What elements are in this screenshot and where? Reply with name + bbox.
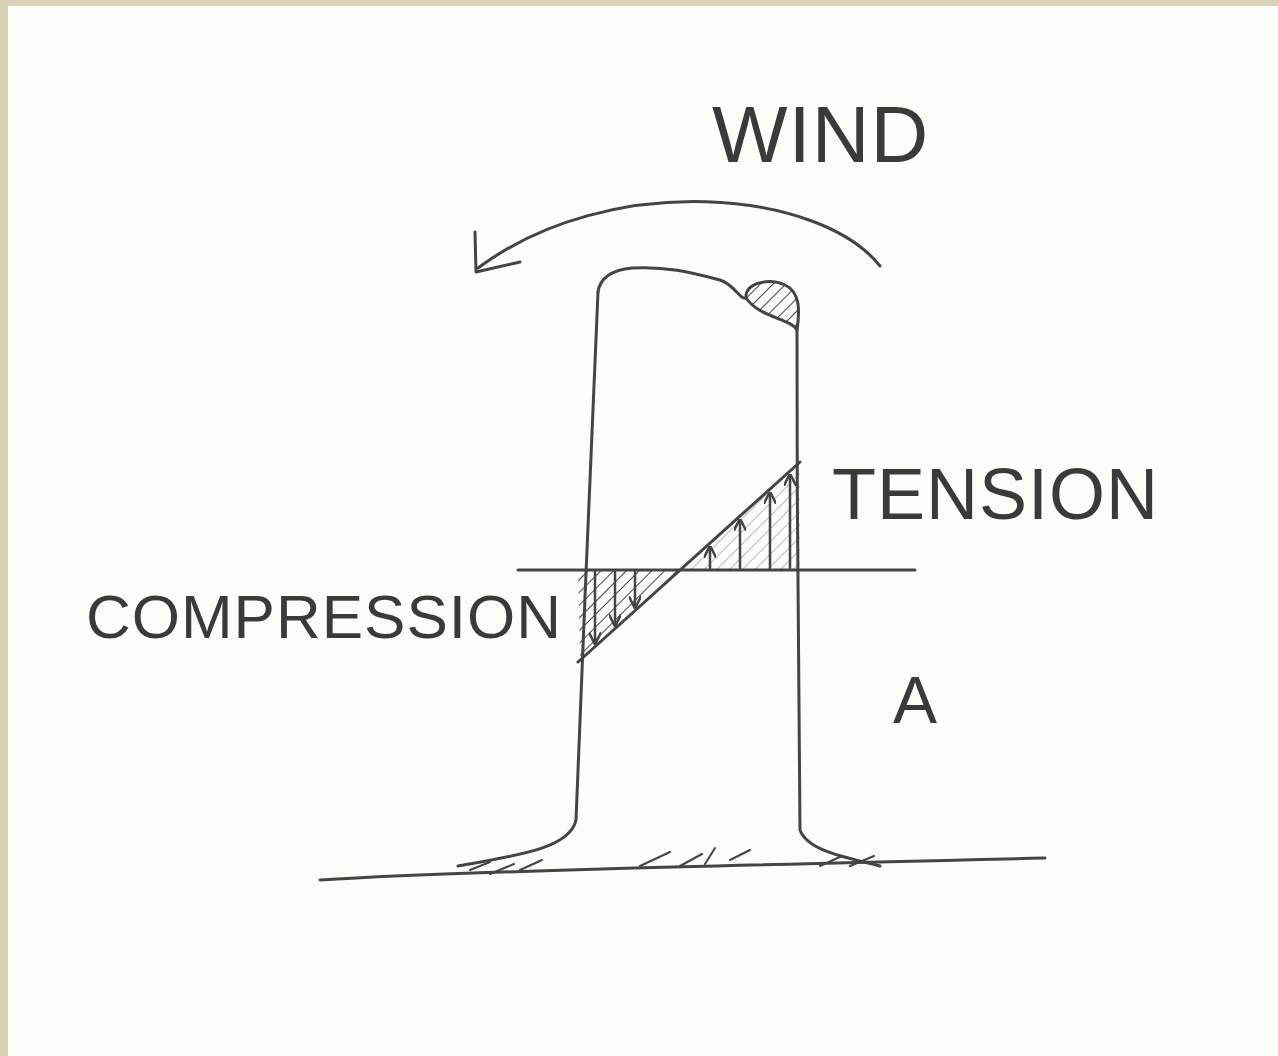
stress-line xyxy=(578,462,800,662)
trunk-left xyxy=(458,292,598,866)
roots-hatching xyxy=(470,848,874,874)
wind-arc xyxy=(478,202,880,268)
trunk-top xyxy=(598,268,746,299)
paper-ground xyxy=(8,6,1278,1056)
part-letter: A xyxy=(893,667,938,733)
stress-arrows xyxy=(595,476,790,642)
compression-label: COMPRESSION xyxy=(86,586,562,648)
wind-arrowhead xyxy=(475,232,520,272)
ground-line xyxy=(320,858,1045,880)
trunk-right xyxy=(797,330,880,866)
wind-label: WIND xyxy=(712,95,929,175)
broken-branch xyxy=(746,282,799,330)
tension-label: TENSION xyxy=(832,458,1159,530)
